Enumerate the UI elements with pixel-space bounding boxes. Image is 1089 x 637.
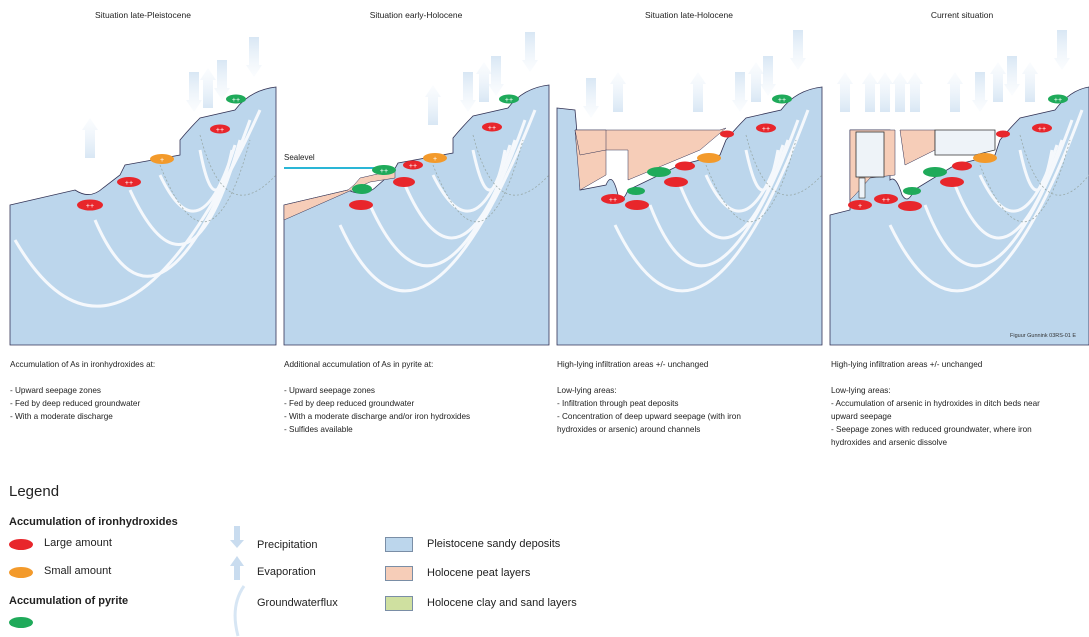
desc-line: Low-lying areas: (831, 386, 891, 395)
legend-small-amount: Small amount (44, 565, 112, 577)
panel-title-late-holocene: Situation late-Holocene (645, 10, 733, 20)
desc-line: upward seepage (831, 412, 892, 421)
pyrite-marker-icon (9, 617, 33, 628)
legend-evaporation: Evaporation (257, 566, 316, 578)
figure-credit: Figuur Gunnink 03RS-01 E (1010, 333, 1077, 339)
marker-label: ++ (505, 97, 513, 104)
groundwaterflux-icon (233, 585, 246, 637)
marker-label: ++ (488, 125, 496, 132)
legend-large-amount: Large amount (44, 537, 112, 549)
large-amount-marker-icon (9, 539, 33, 550)
panel-title-early-holocene: Situation early-Holocene (369, 10, 463, 20)
panel-early-holocene (283, 32, 550, 346)
marker-label: ++ (380, 168, 388, 175)
desc-line: - Accumulation of arsenic in hydroxides … (831, 399, 1040, 408)
legend-pyrite-heading: Accumulation of pyrite (9, 595, 129, 607)
panel-description-late-pleistocene: Accumulation of As in ironhydroxides at:… (10, 358, 270, 423)
cross-section-diagrams: ++ ++ + ++ ++ ++ ++ + ++ ++ ++ ++ ++ + +… (9, 30, 1089, 346)
desc-line: - Seepage zones with reduced groundwater… (831, 425, 1032, 434)
marker-label: ++ (609, 197, 617, 204)
pleistocene-swatch (385, 537, 413, 552)
marker-label: ++ (882, 197, 890, 204)
panel-late-pleistocene (9, 37, 277, 346)
legend-ironhydroxides-heading: Accumulation of ironhydroxides (9, 516, 178, 528)
legend-flow-icons (230, 526, 246, 637)
legend-pleistocene: Pleistocene sandy deposits (427, 538, 561, 550)
desc-line: - With a moderate discharge and/or iron … (284, 412, 471, 421)
holocene-clay-swatch (385, 596, 413, 611)
desc-line (557, 371, 817, 384)
holocene-peat-swatch (385, 566, 413, 581)
precipitation-icon (230, 526, 244, 548)
marker-label: + (160, 157, 164, 164)
panel-description-current: High-lying infiltration areas +/- unchan… (831, 358, 1089, 449)
desc-line (284, 371, 544, 384)
marker-label: ++ (232, 97, 240, 104)
legend-title: Legend (9, 483, 60, 500)
marker-label: + (433, 156, 437, 163)
small-amount-marker-icon (9, 567, 33, 578)
marker-label: ++ (1054, 97, 1062, 104)
marker-label: ++ (125, 180, 133, 187)
legend-precipitation: Precipitation (257, 539, 318, 551)
marker-label: ++ (216, 127, 224, 134)
desc-line: - Upward seepage zones (10, 386, 102, 395)
desc-line: High-lying infiltration areas +/- unchan… (557, 360, 709, 369)
desc-line: - Concentration of deep upward seepage (… (557, 412, 741, 421)
panel-title-late-pleistocene: Situation late-Pleistocene (95, 10, 191, 20)
desc-line (831, 371, 1089, 384)
marker-label: + (858, 203, 862, 210)
legend-holocene-clay: Holocene clay and sand layers (427, 597, 577, 609)
evaporation-icon (230, 556, 244, 580)
marker-label: ++ (1038, 126, 1046, 133)
marker-label: ++ (86, 203, 94, 210)
marker-label: ++ (778, 97, 786, 104)
desc-line: Additional accumulation of As in pyrite … (284, 360, 434, 369)
desc-line: hydroxides and arsenic dissolve (831, 438, 948, 447)
desc-line: - Fed by deep reduced groundwater (284, 399, 415, 408)
desc-line: hydroxides or arsenic) around channels (557, 425, 701, 434)
panel-late-holocene (556, 30, 823, 346)
sealevel-label: Sealevel (284, 153, 315, 162)
desc-line: High-lying infiltration areas +/- unchan… (831, 360, 983, 369)
panel-title-current: Current situation (930, 10, 994, 20)
panel-description-late-holocene: High-lying infiltration areas +/- unchan… (557, 358, 817, 436)
marker-label: ++ (762, 126, 770, 133)
panel-description-early-holocene: Additional accumulation of As in pyrite … (284, 358, 544, 436)
marker-label: ++ (409, 163, 417, 170)
desc-line (10, 371, 270, 384)
legend-groundwaterflux: Groundwaterflux (257, 597, 338, 609)
desc-line: Low-lying areas: (557, 386, 617, 395)
desc-line: - With a moderate discharge (10, 412, 113, 421)
desc-line: - Fed by deep reduced groundwater (10, 399, 141, 408)
desc-line: - Sulfides available (284, 425, 353, 434)
desc-line: - Upward seepage zones (284, 386, 376, 395)
desc-line: - Infiltration through peat deposits (557, 399, 679, 408)
legend-holocene-peat: Holocene peat layers (427, 567, 531, 579)
panel-current-situation (829, 30, 1089, 346)
desc-line: Accumulation of As in ironhydroxides at: (10, 360, 156, 369)
